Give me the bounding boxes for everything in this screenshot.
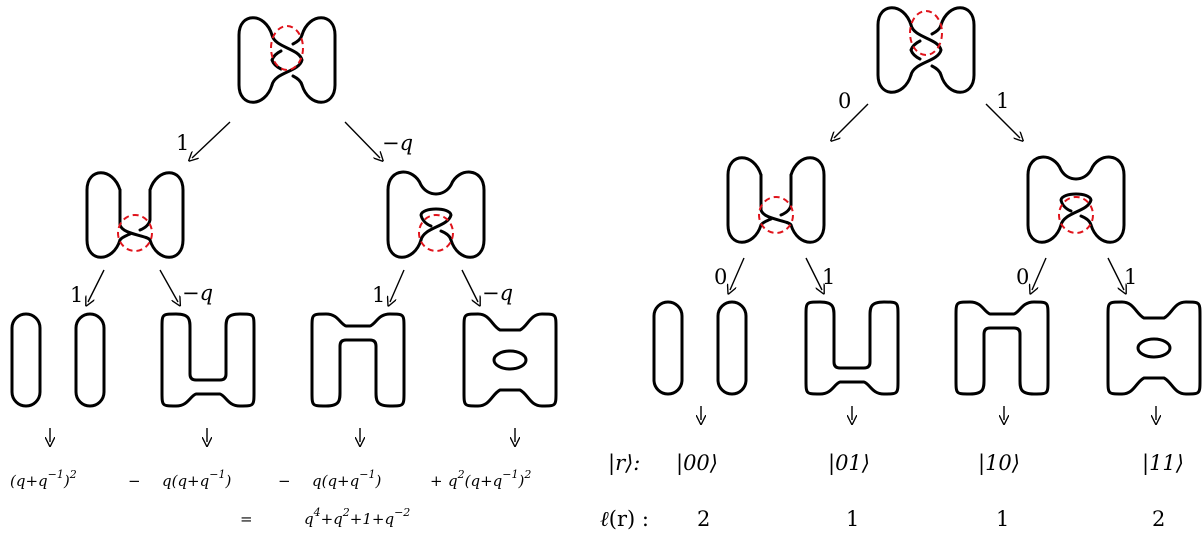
crossing-highlight	[117, 214, 153, 252]
edge-weight: 1	[1124, 265, 1137, 289]
left-panel: 1 −q 1 −q 1 −q (q+q−1)2 − q(q+q−1) −	[10, 16, 558, 528]
resolution-00	[10, 312, 106, 408]
crossing-highlight	[909, 10, 943, 56]
state-00: |00⟩	[676, 451, 718, 476]
knot-smoothing-0	[726, 156, 826, 244]
knot-root-diagram	[876, 6, 976, 94]
crossing-highlight	[758, 196, 794, 234]
resolution-00	[652, 300, 748, 396]
crossing-highlight	[270, 25, 304, 71]
edge-arrow	[159, 269, 178, 302]
length-10: 1	[996, 507, 1009, 531]
edge-arrow	[461, 269, 478, 302]
length-00: 2	[697, 507, 710, 531]
edge-weight: −q	[182, 281, 213, 305]
edge-weight: 0	[1016, 265, 1029, 289]
edge-arrow	[1032, 257, 1047, 290]
edge-arrow	[1107, 257, 1124, 290]
edge-weight-right: −q	[382, 131, 413, 155]
edge-weight: 1	[822, 265, 835, 289]
state-01: |01⟩	[828, 451, 870, 476]
polynomial-terms: (q+q−1)2 − q(q+q−1) − q(q+q−1) + q2(q+q−…	[10, 464, 531, 490]
crossing-highlight	[1058, 196, 1094, 234]
knot-smoothing-1	[1026, 155, 1126, 244]
down-arrows	[50, 428, 515, 442]
edge-arrow	[985, 103, 1020, 138]
resolution-01	[804, 300, 900, 396]
polynomial-result: = q4+q2+1+q−2	[240, 506, 410, 528]
edge-arrow	[805, 257, 822, 290]
resolution-10	[310, 312, 406, 408]
edge-arrow	[390, 269, 405, 302]
crossing-highlight	[418, 214, 454, 252]
length-11: 2	[1152, 507, 1165, 531]
state-10: |10⟩	[978, 451, 1020, 476]
edge-weight: 1	[70, 283, 83, 307]
right-panel: 0 1 0 1 0 1 |r⟩: |00⟩ |01⟩ |10⟩ |11⟩ ℓ(r…	[600, 6, 1202, 531]
knot-root-diagram	[237, 16, 337, 104]
edge-weight: −q	[482, 281, 513, 305]
edge-weight: 1	[372, 283, 385, 307]
resolution-11	[1106, 300, 1202, 396]
edge-arrow	[344, 121, 380, 158]
edge-weight-right: 1	[996, 89, 1009, 113]
edge-arrow	[88, 269, 105, 302]
resolution-11	[462, 312, 558, 408]
edge-arrow	[730, 257, 745, 290]
edge-arrow	[834, 103, 869, 138]
edge-arrow	[192, 121, 231, 158]
resolution-10	[954, 300, 1050, 396]
edge-weight-left: 1	[176, 131, 189, 155]
state-11: |11⟩	[1142, 451, 1184, 476]
state-row-label: |r⟩:	[608, 451, 640, 476]
edge-weight-left: 0	[838, 89, 851, 113]
length-row-label: ℓ(r) :	[600, 507, 649, 531]
down-arrows	[701, 406, 1156, 420]
resolution-01	[160, 312, 256, 408]
length-01: 1	[846, 507, 859, 531]
edge-weight: 0	[714, 265, 727, 289]
